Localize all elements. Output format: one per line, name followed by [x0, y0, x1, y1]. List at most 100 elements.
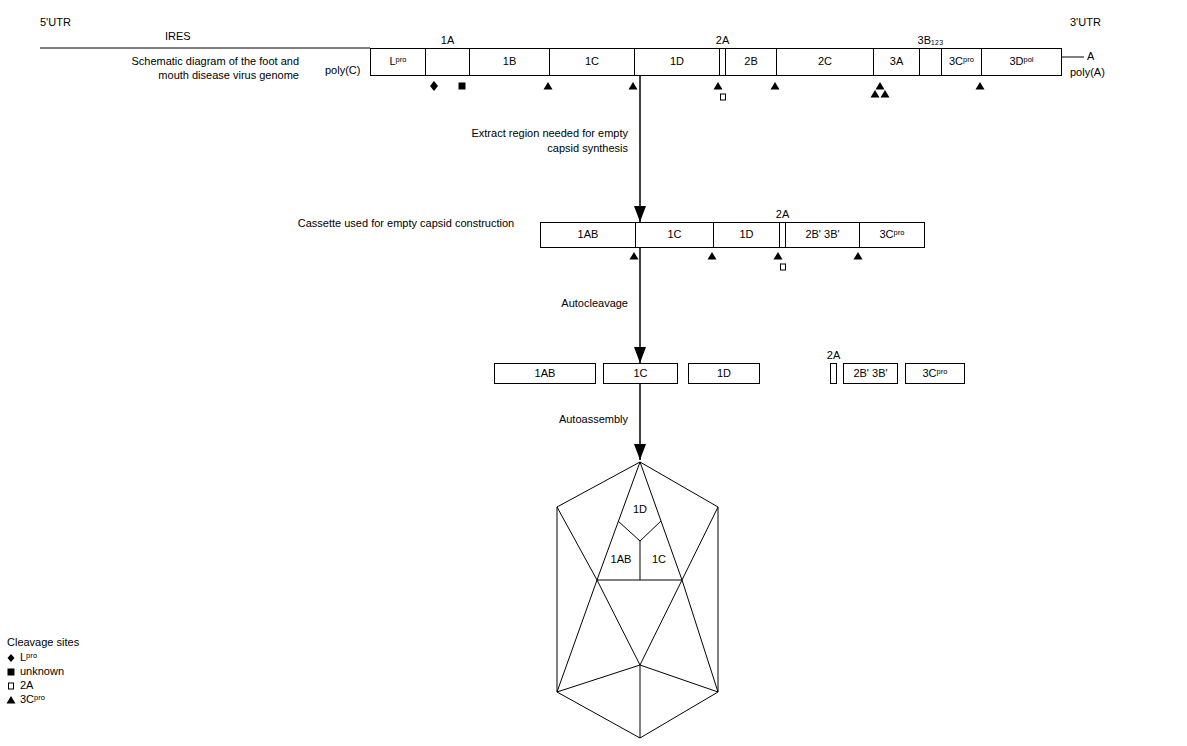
- utr-line: [40, 48, 370, 49]
- segment-label: 3A: [890, 55, 903, 68]
- 3cpro-site-symbol: [876, 82, 885, 90]
- genome-segment: 1D: [634, 49, 719, 75]
- genome-segment: 1B: [469, 49, 549, 75]
- segment-label: 3Cᵖʳᵒ: [879, 228, 904, 241]
- icosahedron-edge: [557, 665, 640, 692]
- segment-label: 1A: [441, 34, 454, 47]
- cassette-bar: Cassette used for empty capsid construct…: [540, 222, 925, 248]
- annotation: poly(C): [325, 64, 360, 77]
- 3cpro-site-symbol: [771, 82, 780, 90]
- segment-label: 2B: [744, 55, 757, 68]
- genome-segment: 3B₁₂₃: [919, 49, 941, 75]
- legend-label: unknown: [20, 665, 64, 678]
- icosahedron-edge: [640, 521, 661, 541]
- capsid-icosahedron: 1D 1AB 1C: [555, 460, 721, 740]
- 3cpro-site-symbol: [774, 252, 783, 260]
- genome-segment: 1C: [549, 49, 634, 75]
- icosahedron-edge: [640, 462, 682, 580]
- segment-label: 1D: [670, 55, 684, 68]
- icosahedron-edge: [682, 580, 718, 692]
- protein-box: 2B' 3B': [843, 363, 898, 384]
- segment-label: 1B: [503, 55, 516, 68]
- segment-label: 2B' 3B': [853, 367, 887, 380]
- cassette-segment: 1C: [635, 223, 713, 247]
- segment-label: 1D: [739, 228, 753, 241]
- step-label: Extract region needed for empty capsid s…: [443, 126, 628, 156]
- icosahedron-edge: [640, 665, 718, 692]
- protein-box: 3Cᵖʳᵒ: [905, 363, 965, 384]
- annotation: Cleavage sites: [7, 636, 79, 649]
- legend-symbol: [7, 696, 16, 704]
- segment-label: 1C: [585, 55, 599, 68]
- segment-label: 2B' 3B': [805, 228, 839, 241]
- row-heading: Schematic diagram of the foot and mouth …: [99, 55, 299, 83]
- segment-label: 3Dᵖᵒˡ: [1009, 55, 1033, 68]
- segment-label: 3Cᵖʳᵒ: [949, 55, 974, 68]
- legend-symbol: [8, 654, 15, 662]
- 2a-site-symbol: [721, 94, 726, 100]
- icosahedron-edge: [597, 462, 640, 580]
- 2a-site-symbol: [781, 264, 786, 270]
- legend-label: 3Cᵖʳᵒ: [20, 693, 45, 706]
- 3cpro-site-symbol: [629, 82, 638, 90]
- icosahedron-edge: [597, 580, 640, 665]
- step-label: Autoassembly: [500, 412, 628, 427]
- segment-label: 2C: [818, 55, 832, 68]
- segment-label: 1D: [633, 503, 647, 516]
- icosahedron-edge: [640, 541, 641, 580]
- cassette-segment: 1AB: [541, 223, 635, 247]
- utr-line: [1062, 57, 1084, 58]
- 3cpro-site-symbol: [976, 82, 985, 90]
- legend-label: 2A: [20, 679, 33, 692]
- segment-label: 3B₁₂₃: [918, 34, 944, 47]
- genome-segment: 3Dᵖᵒˡ: [981, 49, 1061, 75]
- process-arrow: [639, 248, 641, 363]
- 3cpro-site-symbol: [630, 252, 639, 260]
- segment-label: 1C: [633, 367, 647, 380]
- icosahedron-edge: [640, 665, 641, 738]
- 3cpro-site-symbol: [544, 82, 553, 90]
- legend-symbol: [9, 683, 14, 689]
- genome-segment: 2C: [776, 49, 873, 75]
- cassette-segment: 1D: [713, 223, 779, 247]
- genome-bar: Schematic diagram of the foot and mouth …: [370, 48, 1062, 76]
- genome-segment: 3Cᵖʳᵒ: [941, 49, 981, 75]
- lpro-site-symbol: [430, 81, 438, 91]
- process-arrow: [639, 76, 641, 222]
- icosahedron-edge: [557, 580, 597, 692]
- unknown-site-symbol: [459, 83, 466, 90]
- segment-label: 1C: [652, 553, 666, 566]
- annotation: poly(A): [1070, 66, 1105, 79]
- genome-segment: 3A: [873, 49, 919, 75]
- 3cpro-site-symbol: [854, 252, 863, 260]
- segment-label: 2A: [716, 34, 729, 47]
- process-arrow: [639, 384, 641, 460]
- protein-box: 1C: [603, 363, 678, 384]
- segment-label: Lᵖʳᵒ: [389, 55, 406, 68]
- annotation: IRES: [165, 30, 191, 43]
- segment-label: 1C: [667, 228, 681, 241]
- annotation: 5'UTR: [40, 16, 71, 29]
- annotation: 3'UTR: [1070, 16, 1101, 29]
- cassette-segment: 3Cᵖʳᵒ: [859, 223, 924, 247]
- segment-label: 1AB: [611, 553, 632, 566]
- protein-box: 1AB: [494, 363, 596, 384]
- icosahedron-edge: [682, 507, 718, 580]
- row-heading: Cassette used for empty capsid construct…: [281, 217, 531, 231]
- segment-label: 1D: [717, 367, 731, 380]
- icosahedron-edge: [618, 521, 640, 541]
- 3cpro-site-symbol: [714, 82, 723, 90]
- genome-segment: 2B: [725, 49, 776, 75]
- icosahedron-edge: [557, 507, 597, 580]
- step-label: Autocleavage: [500, 296, 628, 311]
- segment-label: 1AB: [578, 228, 599, 241]
- protein-box: 2A: [830, 363, 837, 384]
- segment-label: 2A: [827, 349, 840, 362]
- genome-segment: Lᵖʳᵒ: [371, 49, 425, 75]
- 3cpro-site-symbol: [708, 252, 717, 260]
- segment-label: 3Cᵖʳᵒ: [922, 367, 947, 380]
- segment-label: 1AB: [535, 367, 556, 380]
- annotation: A: [1087, 50, 1094, 63]
- genome-segment: 1A: [425, 49, 469, 75]
